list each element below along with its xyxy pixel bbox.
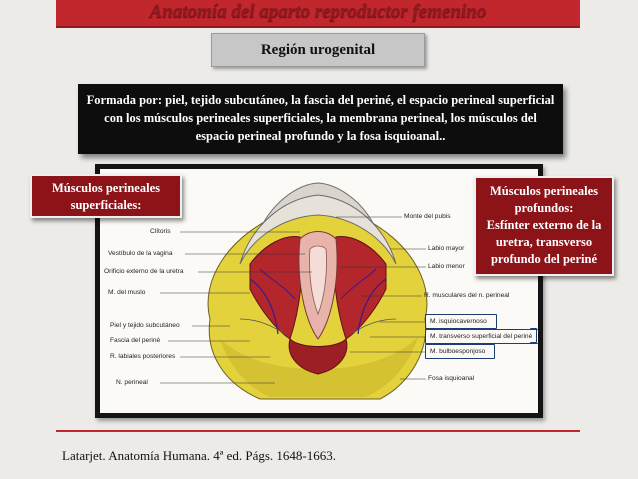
callout-superficial-muscles: Músculos perineales superficiales:	[30, 174, 182, 218]
label-m-muslo: M. del muslo	[108, 289, 146, 296]
label-clitoris: Clítoris	[150, 228, 171, 235]
highlight-bulboesponjoso	[425, 344, 495, 359]
anatomy-drawing	[160, 182, 428, 400]
title-bar: Anatomía del aparto reproductor femenino	[56, 0, 580, 28]
callout-left-line2: superficiales:	[70, 198, 142, 212]
label-monte-pubis: Monte del pubis	[404, 213, 451, 220]
bottom-divider	[56, 430, 580, 432]
slide-title: Anatomía del aparto reproductor femenino	[149, 1, 487, 22]
label-n-perineal: N. perineal	[116, 379, 148, 386]
subtitle-box: Región urogenital	[211, 33, 425, 67]
definition-text: Formada por: piel, tejido subcutáneo, la…	[86, 93, 555, 143]
label-labio-menor: Labio menor	[428, 263, 465, 270]
label-r-labiales: R. labiales posteriores	[110, 353, 176, 360]
callout-right-line2: profundos:	[514, 201, 574, 215]
highlight-isquiocavernoso	[425, 314, 497, 329]
slide-subtitle: Región urogenital	[260, 42, 376, 58]
callout-right-line1: Músculos perineales	[490, 184, 598, 198]
label-bulboesponjoso: M. bulboesponjoso	[430, 348, 486, 355]
highlight-transverso	[425, 329, 538, 344]
label-fascia: Fascia del periné	[110, 337, 161, 344]
label-r-musculares: R. musculares del n. perineal	[424, 292, 510, 299]
label-labio-mayor: Labio mayor	[428, 245, 465, 252]
callout-right-line5: profundo del periné	[490, 252, 598, 266]
citation: Latarjet. Anatomía Humana. 4ª ed. Págs. …	[62, 448, 336, 463]
label-transverso-superficial: M. transverso superficial del periné	[430, 333, 533, 340]
label-fosa-isquioanal: Fosa isquioanal	[428, 375, 475, 382]
definition-box: Formada por: piel, tejido subcutáneo, la…	[78, 84, 563, 154]
callout-left-line1: Músculos perineales	[52, 181, 160, 195]
label-vestibulo: Vestíbulo de la vagina	[108, 250, 173, 257]
label-orificio-uretra: Orificio externo de la uretra	[104, 268, 184, 275]
highlight-transverso-end	[530, 328, 537, 343]
callout-right-line4: uretra, transverso	[495, 235, 593, 249]
label-piel: Piel y tejido subcutáneo	[110, 322, 180, 329]
callout-deep-muscles: Músculos perineales profundos: Esfínter …	[474, 176, 614, 276]
callout-right-line3: Esfínter externo de la	[486, 218, 602, 232]
label-isquiocavernoso: M. isquiocavernoso	[430, 318, 487, 325]
